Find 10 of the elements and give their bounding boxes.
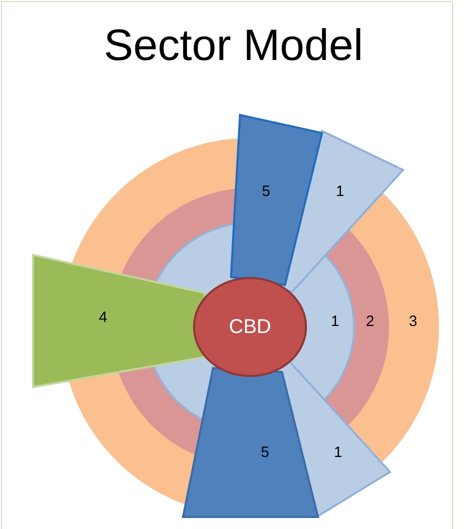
- zone-number: 2: [366, 313, 374, 331]
- zone-label: CBD: [228, 318, 272, 336]
- zone-number: 5: [260, 444, 270, 462]
- zone-number: 3: [408, 313, 418, 331]
- title: Sector Model: [102, 20, 364, 72]
- zone-number: 1: [334, 444, 342, 462]
- zone-number: 5: [262, 183, 270, 201]
- zone-number: 1: [330, 313, 340, 331]
- zone-number: 1: [336, 183, 344, 201]
- zone-number: 4: [98, 309, 108, 327]
